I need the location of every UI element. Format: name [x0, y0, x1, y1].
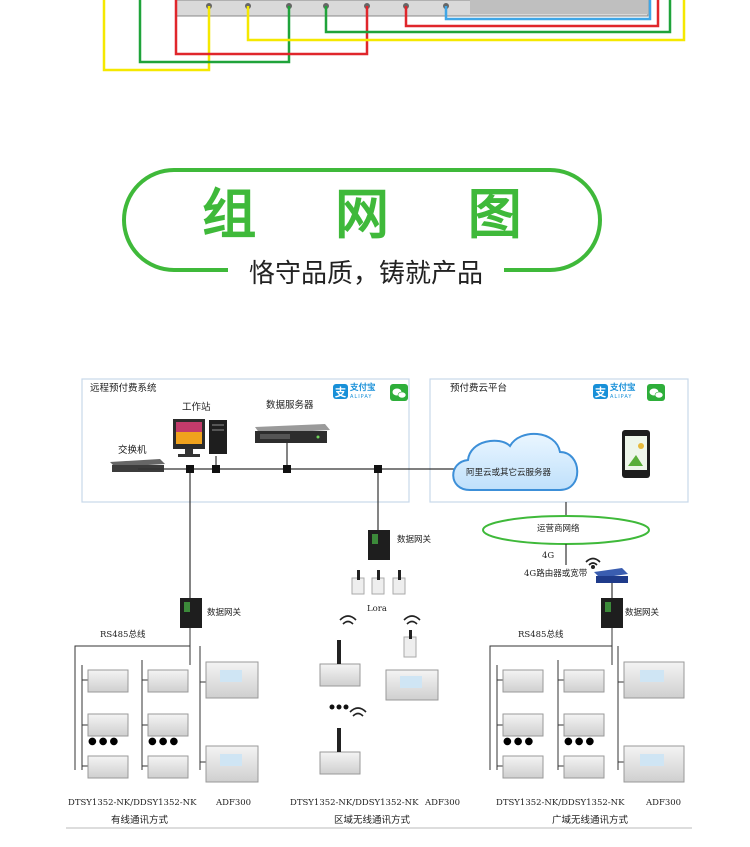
ellipsis-dots: ●●● — [148, 736, 181, 747]
svg-text:支: 支 — [334, 385, 347, 399]
wiring-diagram — [102, 0, 686, 72]
wire-red — [174, 0, 369, 56]
adf300-label: ADF300 — [646, 798, 682, 808]
gateway-icon — [601, 598, 623, 628]
bus-nodes — [186, 465, 382, 473]
workstation-label: 工作站 — [182, 402, 211, 413]
gateway-label: 数据网关 — [397, 535, 432, 545]
section-subtitle: 恪守品质，铸就产品 — [228, 254, 504, 294]
ellipsis-dots: ●●● — [503, 736, 536, 747]
wire-red-2 — [404, 0, 660, 28]
rs485-label: RS485总线 — [100, 630, 146, 640]
right-panel-title: 预付费云平台 — [450, 383, 508, 394]
router-icon — [594, 568, 628, 583]
lora-label: Lora — [367, 604, 387, 614]
meter-model-label: DTSY1352-NK/DDSY1352-NK — [68, 798, 197, 808]
router-label: 4G路由器或宽带 — [524, 569, 588, 579]
left-panel — [81, 378, 410, 503]
wifi-icon — [585, 557, 601, 569]
wire-yellow — [102, 0, 211, 72]
section-title: 组 网 图 — [202, 183, 552, 246]
switch-label: 交换机 — [118, 445, 147, 456]
alipay-label: 支付宝 ALIPAY — [350, 383, 376, 401]
rs485-label: RS485总线 — [518, 630, 564, 640]
cloud-icon — [452, 432, 579, 491]
adf300-label: ADF300 — [425, 798, 461, 808]
wire-blue — [444, 0, 652, 21]
ellipsis-dots: ●●● — [88, 736, 121, 747]
meter-group-middle — [319, 630, 439, 775]
meter-model-label: DTSY1352-NK/DDSY1352-NK — [496, 798, 625, 808]
lora-module-group — [351, 570, 406, 595]
gateway-icon — [180, 598, 202, 628]
wire-yellow-2 — [246, 0, 686, 42]
rs485-bus-left — [74, 628, 206, 770]
carrier-label: 运营商网络 — [537, 524, 580, 534]
wifi-icon — [339, 615, 421, 717]
gateway-icon — [368, 530, 390, 560]
alipay-label: 支付宝 ALIPAY — [610, 383, 636, 401]
mode-label-area: 区域无线通讯方式 — [334, 815, 411, 826]
ellipsis-dots: ●●● — [564, 736, 597, 747]
mode-label-wide: 广域无线通讯方式 — [552, 815, 629, 826]
server-label: 数据服务器 — [266, 400, 314, 411]
left-panel-title: 远程预付费系统 — [90, 383, 157, 394]
alipay-icon: 支 — [593, 384, 608, 399]
gateway-label: 数据网关 — [207, 608, 242, 618]
cloud-label: 阿里云或其它云服务器 — [466, 468, 552, 478]
wechat-icon — [390, 384, 408, 401]
g4-label: 4G — [542, 551, 555, 561]
ellipsis-dots — [329, 704, 349, 710]
meter-group-right — [502, 661, 685, 783]
mode-label-wired: 有线通讯方式 — [111, 815, 169, 826]
adf300-label: ADF300 — [216, 798, 252, 808]
wechat-icon — [647, 384, 665, 401]
workstation-icon — [173, 419, 227, 457]
wire-green — [138, 0, 291, 64]
rs485-bus-right — [489, 628, 624, 770]
meter-model-label: DTSY1352-NK/DDSY1352-NK — [290, 798, 419, 808]
alipay-icon: 支 — [333, 384, 348, 399]
server-icon — [255, 424, 330, 443]
phone-icon — [622, 430, 650, 478]
gateway-label: 数据网关 — [625, 608, 660, 618]
wire-green-2 — [324, 0, 672, 34]
meter-group-left — [87, 661, 259, 783]
svg-text:支: 支 — [594, 385, 607, 399]
